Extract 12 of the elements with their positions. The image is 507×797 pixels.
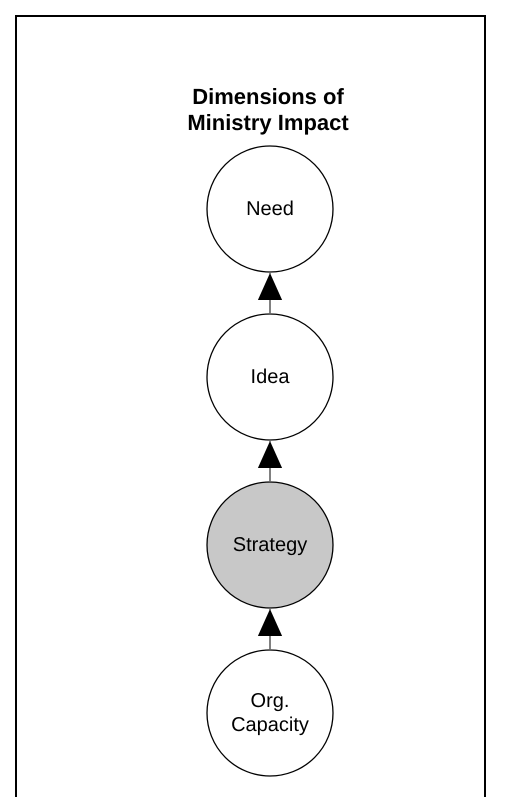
circle-node	[206, 481, 334, 609]
circle-node	[206, 145, 334, 273]
node-label: Idea	[250, 365, 290, 389]
node-label: Org. Capacity	[230, 689, 310, 737]
arrow	[258, 272, 282, 314]
circle-node	[206, 649, 334, 777]
circle-node	[206, 313, 334, 441]
arrow	[258, 608, 282, 650]
diagram-title: Dimensions of Ministry Impact	[186, 84, 350, 136]
node-label: Strategy	[232, 533, 308, 557]
node-label: Need	[246, 197, 294, 221]
arrow	[258, 440, 282, 482]
